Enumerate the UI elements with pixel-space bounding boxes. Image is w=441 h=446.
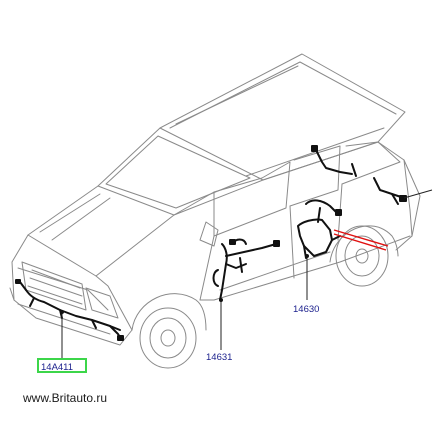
website-url: www.Britauto.ru [23, 391, 108, 405]
highlight-markers [333, 229, 389, 251]
selected-part-highlight [37, 358, 87, 373]
rear-door-harness [297, 218, 333, 257]
callout-front-harness[interactable]: 14A411 [41, 362, 73, 373]
rear-quarter-harness [315, 149, 353, 175]
front-bumper-harness [25, 289, 121, 331]
callout-front-door-harness[interactable]: 14631 [206, 352, 232, 363]
vehicle-outline [9, 53, 421, 369]
wiring-harnesses [15, 145, 407, 341]
callout-rear-door-harness[interactable]: 14630 [293, 304, 319, 315]
leader-dots [60, 254, 309, 314]
leader-lines [61, 189, 433, 358]
front-door-harness [219, 243, 228, 301]
